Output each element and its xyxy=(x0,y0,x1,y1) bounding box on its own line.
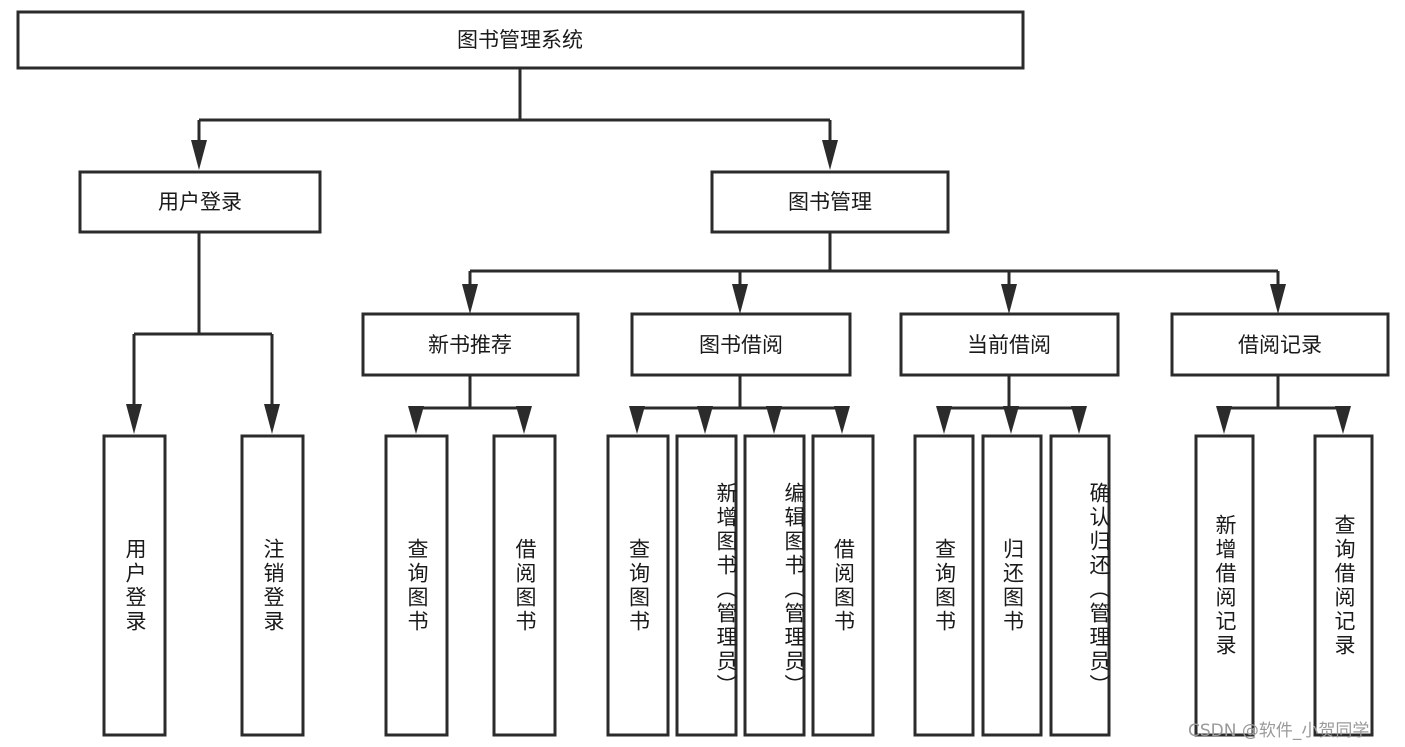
watermark-label: CSDN @软件_小贺同学 xyxy=(1188,721,1370,741)
node-user-login-label: 用户登录 xyxy=(158,190,242,214)
node-current-borrow[interactable] xyxy=(899,312,1120,377)
arrowhead-user-login xyxy=(191,140,207,170)
edges-book-borrow-to-leaves xyxy=(629,375,850,434)
node-leaf-query-book-2[interactable] xyxy=(606,434,670,737)
arrowhead-leaf-logout-login xyxy=(264,404,280,434)
node-leaf-borrow-book-1[interactable] xyxy=(492,434,557,737)
arrowhead-current-borrow xyxy=(1001,284,1017,314)
arrowhead-leaf-query-book-2 xyxy=(629,406,645,434)
edges-book-manage-to-level2 xyxy=(462,232,1286,314)
arrowhead-leaf-borrow-book-2 xyxy=(834,406,850,434)
node-borrow-record[interactable] xyxy=(1170,312,1390,377)
node-book-borrow-label: 图书借阅 xyxy=(699,333,783,357)
arrowhead-leaf-add-record xyxy=(1216,406,1232,434)
arrowhead-leaf-query-book-1 xyxy=(408,406,424,434)
node-leaf-query-book-3[interactable] xyxy=(913,434,975,737)
edges-borrow-record-to-leaves xyxy=(1216,375,1351,434)
arrowhead-new-book-recommend xyxy=(462,284,478,314)
arrowhead-leaf-add-book xyxy=(697,406,713,434)
arrowhead-book-borrow xyxy=(732,284,748,314)
node-book-manage[interactable] xyxy=(710,170,950,234)
node-leaf-return-book[interactable] xyxy=(981,434,1043,737)
edges-root-to-level1 xyxy=(191,68,838,170)
node-root[interactable] xyxy=(16,10,1025,70)
edges-new-book-recommend-to-leaves xyxy=(408,375,532,434)
node-user-login[interactable] xyxy=(78,170,322,234)
node-leaf-query-book-1[interactable] xyxy=(384,434,449,737)
arrowhead-borrow-record xyxy=(1270,284,1286,314)
arrowhead-leaf-query-book-3 xyxy=(936,406,952,434)
arrowhead-leaf-return-book xyxy=(1003,406,1019,434)
node-book-borrow[interactable] xyxy=(630,312,852,377)
arrowhead-book-manage xyxy=(822,140,838,170)
node-book-manage-label: 图书管理 xyxy=(788,190,872,214)
node-leaf-query-record[interactable] xyxy=(1313,434,1374,737)
arrowhead-leaf-confirm-return xyxy=(1071,406,1087,434)
arrowhead-leaf-borrow-book-1 xyxy=(516,406,532,434)
arrowhead-leaf-user-login xyxy=(126,404,142,434)
arrowhead-leaf-edit-book xyxy=(766,406,782,434)
edges-current-borrow-to-leaves xyxy=(936,375,1087,434)
node-new-book-recommend-label: 新书推荐 xyxy=(428,333,512,357)
node-leaf-confirm-return[interactable] xyxy=(1049,434,1111,737)
node-current-borrow-label: 当前借阅 xyxy=(967,333,1051,357)
node-leaf-add-book[interactable] xyxy=(675,434,738,737)
edges-user-login-to-leaves xyxy=(126,232,280,434)
node-leaf-edit-book[interactable] xyxy=(743,434,806,737)
node-leaf-user-login[interactable] xyxy=(102,434,167,737)
node-root-label: 图书管理系统 xyxy=(457,28,583,52)
node-new-book-recommend[interactable] xyxy=(361,312,580,377)
node-borrow-record-label: 借阅记录 xyxy=(1238,333,1322,357)
node-leaf-logout-login[interactable] xyxy=(240,434,305,737)
node-leaf-add-record[interactable] xyxy=(1194,434,1255,737)
arrowhead-leaf-query-record xyxy=(1335,406,1351,434)
node-leaf-borrow-book-2[interactable] xyxy=(811,434,875,737)
